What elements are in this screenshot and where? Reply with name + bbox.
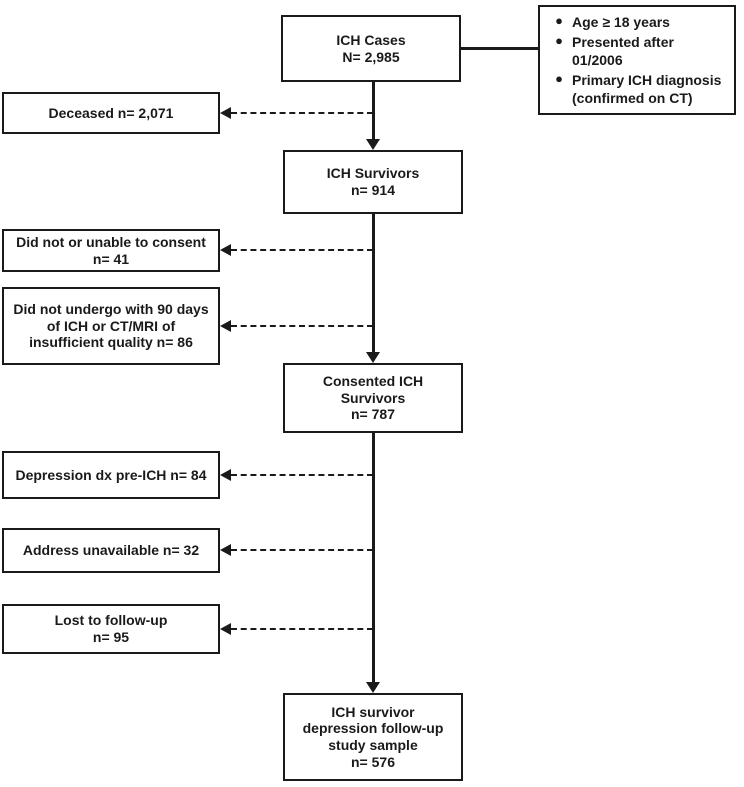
node-count: n= 41 (92, 250, 130, 267)
criteria-text: Primary ICH diagnosis (572, 72, 722, 89)
node-label: Survivors (340, 389, 406, 406)
node-no-consent: Did not or unable to consent n= 41 (2, 229, 220, 272)
node-label: ICH survivor (331, 703, 415, 720)
node-label: study sample (328, 737, 418, 753)
node-lost-to-follow-up: Lost to follow-up n= 95 (2, 604, 220, 654)
bullet-icon: ● (555, 12, 563, 28)
node-label: Lost to follow-up (54, 612, 168, 629)
arrowhead-left-icon (220, 107, 231, 119)
node-count: n= 95 (92, 629, 130, 645)
arrowhead-left-icon (220, 320, 231, 332)
criteria-text: Presented after (572, 33, 674, 50)
node-label: Deceased n= 2,071 (48, 104, 174, 121)
node-label: ICH Survivors (326, 165, 420, 182)
node-count: n= 914 (351, 182, 395, 198)
criteria-bullet-item: ● Age ≥ 18 years (546, 13, 730, 31)
bullet-icon: ● (555, 32, 563, 48)
criteria-bullet-item: ● Presented after 01/2006 (546, 33, 730, 69)
arrowhead-left-icon (220, 623, 231, 635)
connector-dashed-lost (231, 628, 373, 630)
node-count: n= 787 (351, 406, 395, 423)
criteria-text: 01/2006 (572, 51, 623, 68)
node-label: Address unavailable n= 32 (22, 542, 200, 559)
node-label: ICH Cases (336, 31, 406, 48)
connector-survivors-to-consented (372, 214, 375, 353)
connector-cases-to-criteria (461, 47, 538, 50)
arrowhead-down-icon (366, 139, 380, 150)
node-label: Depression dx pre-ICH n= 84 (15, 466, 207, 483)
node-ich-cases: ICH Cases N= 2,985 (281, 15, 461, 82)
node-depression-dx: Depression dx pre-ICH n= 84 (2, 451, 220, 499)
node-address-unavailable: Address unavailable n= 32 (2, 528, 220, 573)
node-label: of ICH or CT/MRI of (46, 317, 176, 334)
node-label: depression follow-up (302, 720, 444, 737)
node-label: Did not or unable to consent (16, 233, 206, 250)
node-label: Consented ICH (322, 373, 424, 390)
criteria-text: (confirmed on CT) (572, 90, 693, 107)
node-no-imaging: Did not undergo with 90 days of ICH or C… (2, 287, 220, 365)
arrowhead-left-icon (220, 469, 231, 481)
bullet-icon: ● (555, 71, 563, 87)
node-count: insufficient quality n= 86 (29, 334, 193, 351)
connector-dashed-no-consent (231, 249, 373, 251)
connector-dashed-depression-dx (231, 474, 373, 476)
arrowhead-down-icon (366, 682, 380, 693)
arrowhead-left-icon (220, 244, 231, 256)
connector-consented-to-final (372, 433, 375, 683)
node-final-sample: ICH survivor depression follow-up study … (283, 693, 463, 781)
node-inclusion-criteria: ● Age ≥ 18 years ● Presented after 01/20… (538, 5, 736, 115)
criteria-bullet-item: ● Primary ICH diagnosis (confirmed on CT… (546, 71, 730, 107)
arrowhead-down-icon (366, 352, 380, 363)
node-consented-survivors: Consented ICH Survivors n= 787 (283, 363, 463, 433)
node-deceased: Deceased n= 2,071 (2, 92, 220, 134)
arrowhead-left-icon (220, 544, 231, 556)
connector-cases-to-survivors (372, 82, 375, 140)
connector-dashed-no-imaging (231, 325, 373, 327)
connector-dashed-deceased (231, 112, 373, 114)
connector-dashed-address (231, 549, 373, 551)
node-ich-survivors: ICH Survivors n= 914 (283, 150, 463, 214)
node-label: Did not undergo with 90 days (13, 301, 209, 318)
criteria-text: Age ≥ 18 years (572, 13, 670, 30)
node-count: N= 2,985 (342, 48, 400, 65)
node-count: n= 576 (351, 753, 395, 770)
